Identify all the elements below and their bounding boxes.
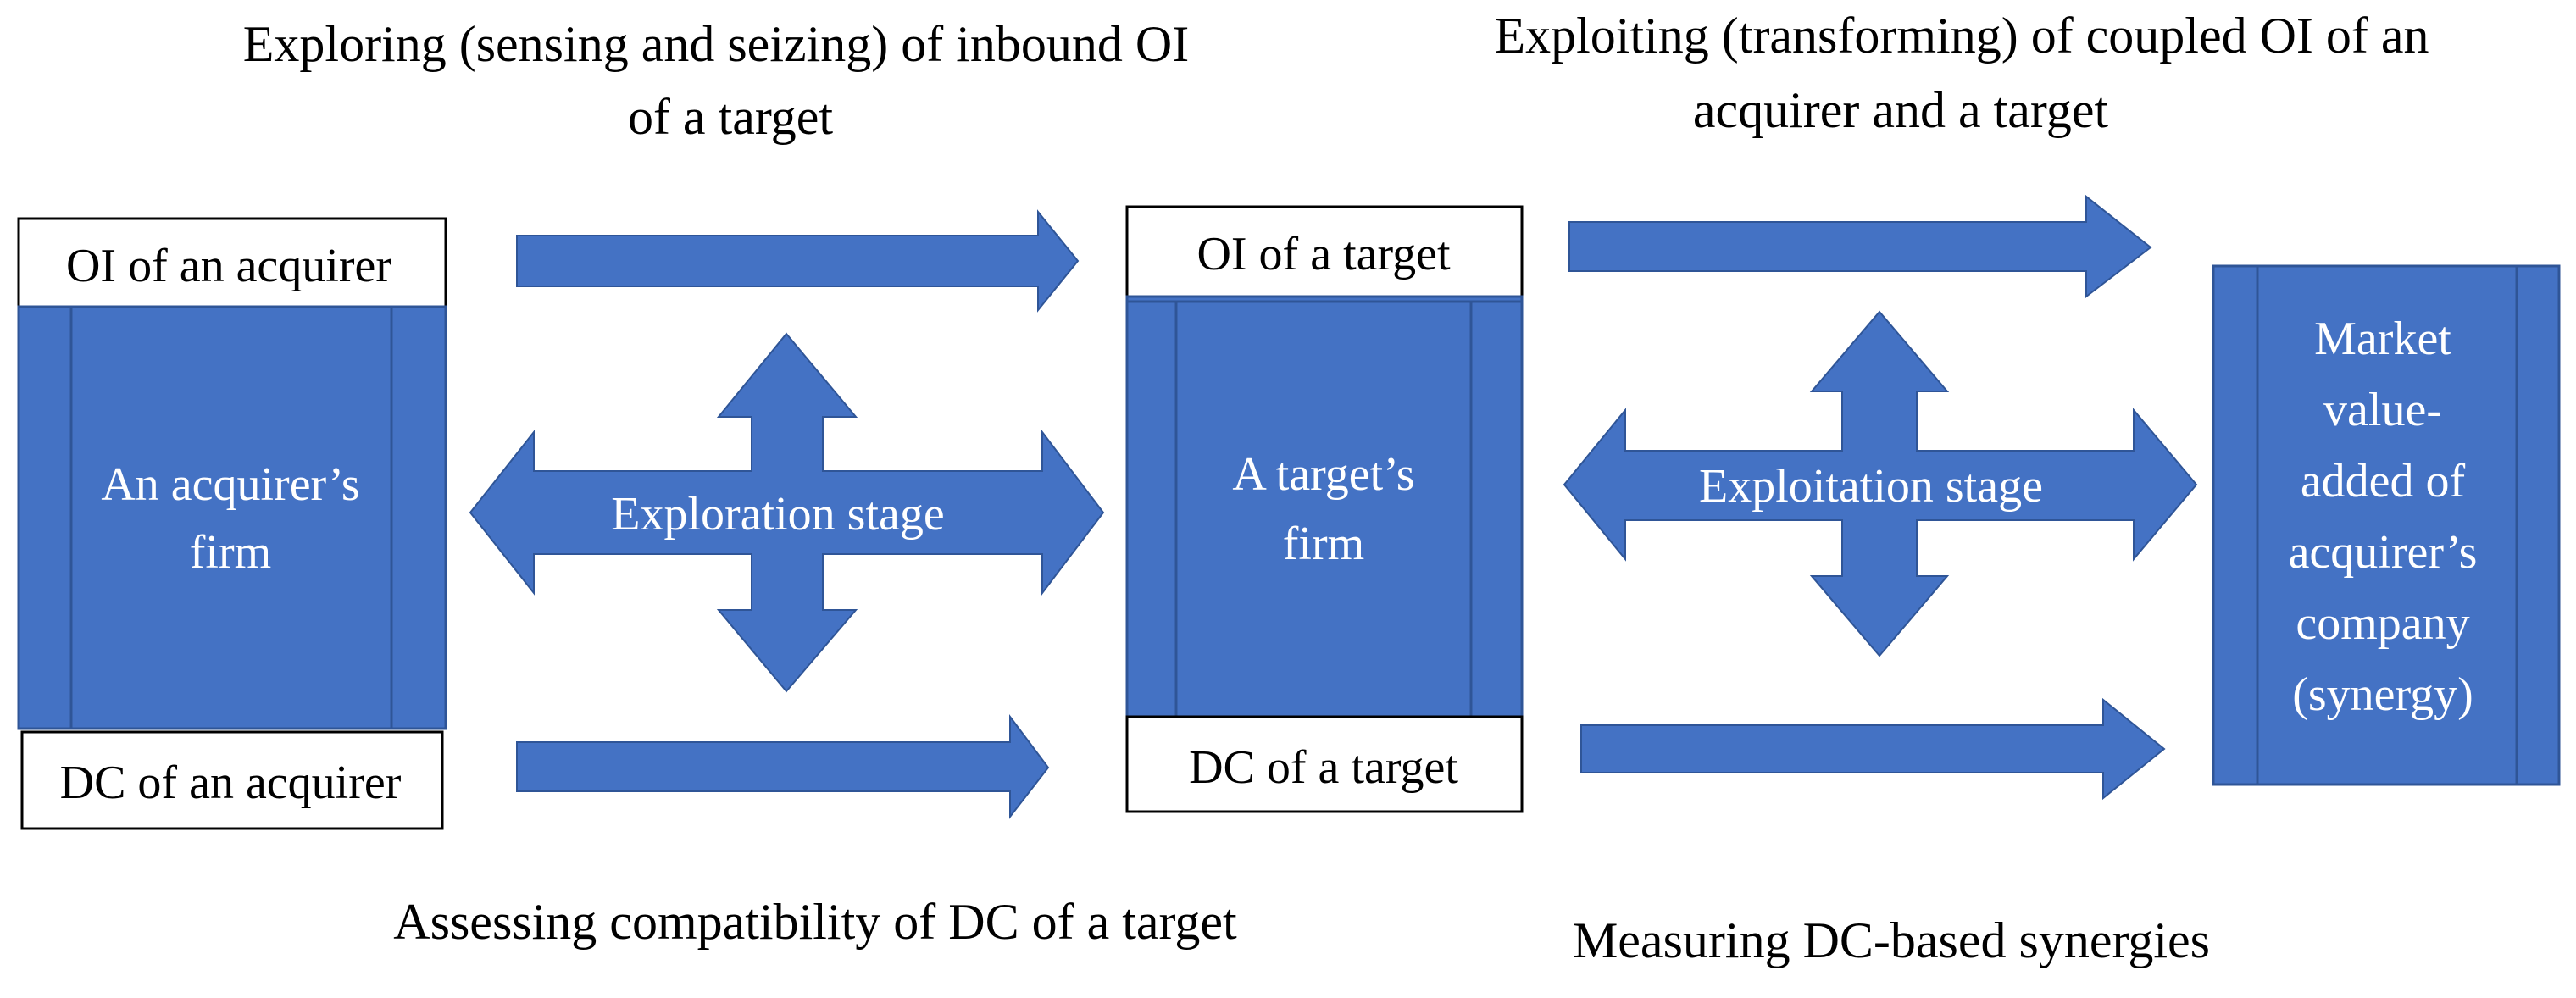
acquirer-firm-block [17,305,447,730]
acquirer-oi-label: OI of an acquirer [66,240,391,292]
target-column: OI of a target A target’s firm DC of a t… [1125,205,1524,813]
acquirer-dc-label: DC of an acquirer [60,757,402,809]
market-value-rect [2212,264,2561,786]
exploring-caption-line2: of a target [628,89,833,145]
target-firm-label-line1: A target’s [1232,448,1414,501]
exploiting-caption-line1: Exploiting (transforming) of coupled OI … [1494,8,2429,64]
exploration-bottom-arrow [516,714,1050,819]
assessing-caption: Assessing compatibility of DC of a targe… [393,894,1237,950]
exploration-top-arrow [516,209,1080,313]
market-value-line-3: added of [2301,455,2466,507]
exploring-caption-line1: Exploring (sensing and seizing) of inbou… [243,16,1189,72]
market-value-line-6: (synergy) [2292,668,2473,721]
target-firm-block [1125,295,1524,718]
target-firm-label-line2: firm [1283,518,1364,570]
target-dc-box [1125,715,1524,813]
exploration-stage-cross-arrow [469,332,1105,693]
exploitation-stage-cross-arrow [1563,310,2198,657]
exploiting-caption-line2: acquirer and a target [1693,82,2109,138]
market-value-line-2: value- [2323,384,2442,436]
exploitation-bottom-arrow [1580,697,2166,801]
acquirer-dc-box [20,730,444,830]
target-dc-label: DC of a target [1189,741,1458,794]
exploitation-stage-label: Exploitation stage [1699,460,2043,513]
market-value-block: Market value- added of acquirer’s compan… [2212,264,2561,786]
acquirer-column: OI of an acquirer An acquirer’s firm DC … [17,217,447,830]
acquirer-firm-label-line1: An acquirer’s [101,458,359,511]
acquirer-oi-box [17,217,447,308]
exploration-stage-label: Exploration stage [611,488,944,541]
exploitation-top-arrow [1568,194,2152,299]
market-value-line-4: acquirer’s [2289,526,2478,579]
target-oi-label: OI of a target [1196,228,1451,280]
market-value-line-5: company [2296,597,2469,650]
acquirer-firm-label-line2: firm [190,526,271,579]
measuring-caption: Measuring DC-based synergies [1573,912,2210,968]
market-value-line-1: Market [2314,313,2451,365]
target-oi-box [1125,205,1524,298]
